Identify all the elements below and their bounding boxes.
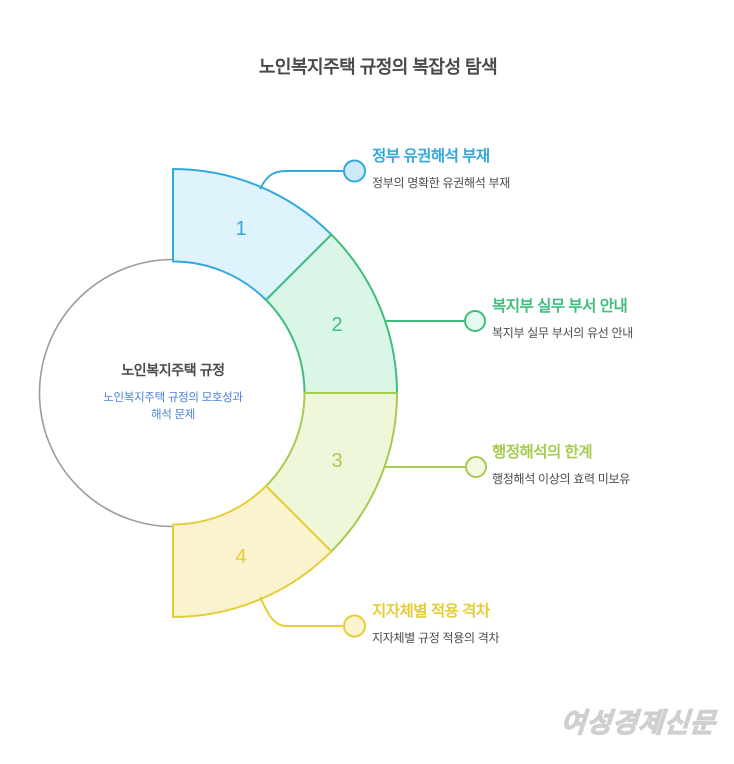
callout-3-description: 행정해석 이상의 효력 미보유 [492, 471, 630, 486]
callout-4-description: 지자체별 규정 적용의 격차 [372, 630, 500, 645]
callout-2: 복지부 실무 부서 안내 복지부 실무 부서의 유선 안내 [492, 298, 633, 341]
callout-3: 행정해석의 한계 행정해석 이상의 효력 미보유 [492, 444, 630, 487]
callout-4: 지자체별 적용 격차 지자체별 규정 적용의 격차 [372, 603, 500, 646]
segment-1-number: 1 [235, 218, 246, 240]
segment-3-connector-dot [465, 456, 487, 478]
segment-2-number: 2 [331, 314, 342, 336]
callout-1-description: 정부의 명확한 유권해석 부재 [372, 175, 510, 190]
callout-2-description: 복지부 실무 부서의 유선 안내 [492, 325, 634, 340]
segment-1-arc [172, 168, 333, 301]
segment-4-number: 4 [235, 546, 246, 568]
center-label: 노인복지주택 규정 노인복지주택 규정의 모호성과 해석 문제 [43, 360, 303, 425]
callout-4-title: 지자체별 적용 격차 [372, 603, 490, 620]
segment-2-connector-dot [464, 310, 486, 332]
callout-1-title: 정부 유권해석 부재 [372, 148, 490, 165]
segment-3-number: 3 [331, 450, 342, 472]
callout-1: 정부 유권해석 부재 정부의 명확한 유권해석 부재 [372, 148, 510, 191]
center-subtitle-line-2: 해석 문제 [150, 409, 195, 422]
segment-4-arc [172, 485, 333, 618]
callout-3-title: 행정해석의 한계 [492, 444, 593, 461]
segment-1-connector-dot [343, 159, 366, 183]
center-subtitle: 노인복지주택 규정의 모호성과 해석 문제 [43, 390, 303, 425]
segment-2-arc [265, 233, 398, 394]
watermark-logo: 여성경제신문 [559, 707, 717, 738]
segment-4-connector-dot [343, 614, 366, 638]
page-title: 노인복지주택 규정의 복잡성 탐색 [258, 57, 498, 77]
segment-1-connector-line [259, 170, 343, 190]
segment-4-connector-line [259, 596, 343, 627]
callout-2-title: 복지부 실무 부서 안내 [492, 298, 628, 315]
segment-3-arc [265, 392, 398, 553]
center-title: 노인복지주택 규정 [121, 362, 225, 378]
center-subtitle-line-1: 노인복지주택 규정의 모호성과 [103, 392, 243, 404]
